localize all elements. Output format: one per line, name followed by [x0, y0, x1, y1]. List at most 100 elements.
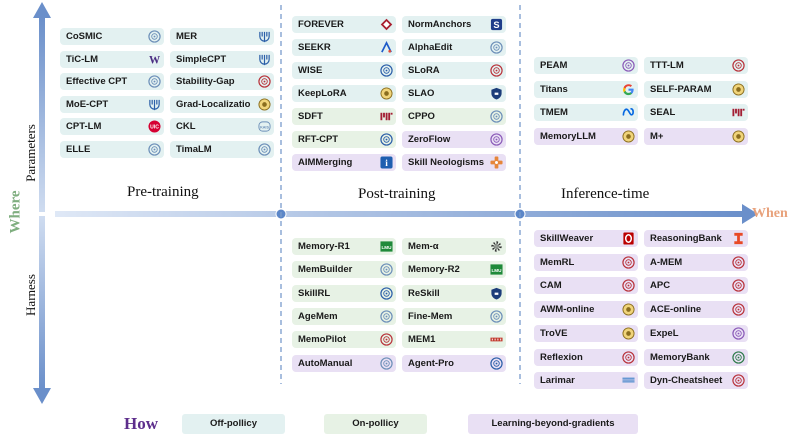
meta-logo-icon: [622, 106, 635, 119]
vertical-axis: [33, 2, 51, 404]
method-chip: FOREVER: [292, 16, 396, 33]
method-chip: PEAM: [534, 57, 638, 74]
method-chip: A-MEM: [644, 253, 748, 271]
method-chip: WISE: [292, 62, 396, 79]
ibm-logo-icon: [622, 374, 635, 387]
legend-off-policy: Off-pollicy: [182, 414, 285, 434]
svg-text:S: S: [493, 20, 499, 30]
gold-seal-icon: [732, 82, 745, 96]
lmu-logo-icon: LMU: [380, 240, 393, 253]
method-name: SDFT: [298, 111, 323, 122]
where-label: Where: [7, 190, 24, 234]
stage-label-pre-training: Pre-training: [127, 184, 199, 200]
method-chip: AWM-online: [534, 301, 638, 319]
method-name: Fine-Mem: [408, 310, 453, 322]
svg-text:LMU: LMU: [491, 268, 502, 273]
seal-icon: [380, 356, 393, 370]
method-name: WISE: [298, 65, 323, 76]
method-chip: TroVE: [534, 324, 638, 342]
a-logo-icon: [380, 40, 393, 54]
w-logo-icon: W: [148, 53, 161, 66]
svg-text:UIC: UIC: [150, 125, 159, 131]
seal-icon: [148, 30, 161, 43]
method-name: SEEKR: [298, 42, 331, 53]
method-name: MemRL: [540, 256, 575, 268]
method-name: SEAL: [650, 107, 676, 118]
purple-seal-icon: [490, 133, 503, 146]
method-chip: Agent-Pro: [402, 354, 506, 372]
red-seal-icon: [490, 64, 503, 77]
method-name: Stability-Gap: [176, 76, 235, 87]
method-chip: Fine-Mem: [402, 307, 506, 325]
badge-icon: KAIS: [258, 120, 271, 133]
method-name: APC: [650, 280, 671, 292]
red-seal-icon: [732, 256, 745, 269]
method-name: MemoryLLM: [540, 130, 596, 142]
method-name: Memory-R1: [298, 241, 350, 252]
seal-icon: [490, 110, 503, 123]
svg-text:LMU: LMU: [381, 245, 392, 250]
red-seal-icon: [732, 279, 745, 293]
method-name: CPT-LM: [66, 121, 102, 132]
method-chip: Effective CPT: [60, 73, 164, 90]
gold-seal-icon: [258, 97, 271, 111]
blue-seal-icon: [490, 356, 503, 370]
method-name: RFT-CPT: [298, 134, 339, 145]
red-seal-icon: [622, 256, 635, 269]
seal-icon: [148, 75, 161, 88]
method-name: TiC-LM: [66, 53, 99, 65]
stage-label-inference-time: Inference-time: [561, 186, 650, 202]
method-name: TTT-LM: [650, 60, 684, 71]
blue-seal-icon: [380, 286, 393, 300]
method-chip: TTT-LM: [644, 57, 748, 74]
seal-icon: [148, 142, 161, 156]
method-chip: SEEKR: [292, 39, 396, 56]
method-chip: SEAL: [644, 104, 748, 121]
blue-seal-icon: [380, 133, 393, 146]
method-chip: Reflexion: [534, 348, 638, 366]
method-chip: MEM1: [402, 331, 506, 349]
method-chip: TiC-LM W: [60, 50, 164, 68]
method-chip: SLAO: [402, 85, 506, 102]
gold-seal-icon: [622, 303, 635, 316]
method-name: SkillWeaver: [540, 233, 594, 244]
method-chip: SkillWeaver: [534, 230, 638, 247]
method-chip: Memory-R1 LMU: [292, 238, 396, 255]
seal-icon: [380, 310, 393, 323]
method-name: AutoManual: [298, 357, 353, 369]
method-chip: ExpeL: [644, 324, 748, 342]
method-chip: Titans: [534, 80, 638, 98]
s-logo-icon: S: [490, 18, 503, 31]
purple-seal-icon: [622, 59, 635, 72]
trident-icon: [258, 53, 271, 66]
method-name: TroVE: [540, 327, 568, 339]
google-logo-icon: [622, 83, 635, 96]
green-seal-icon: [732, 350, 745, 364]
bar-logo-icon: [490, 333, 503, 346]
method-name: ZeroFlow: [408, 134, 451, 145]
seal-icon: [380, 263, 393, 276]
method-chip: AgeMem: [292, 307, 396, 325]
method-chip: M+: [644, 127, 748, 145]
method-chip: MemoryLLM: [534, 127, 638, 145]
method-chip: CPT-LM UIC: [60, 118, 164, 135]
uic-logo-icon: UIC: [148, 120, 161, 133]
red-seal-icon: [732, 59, 745, 72]
method-name: MemoryBank: [650, 351, 710, 363]
method-name: AlphaEdit: [408, 42, 453, 53]
method-chip: MemoPilot: [292, 331, 396, 349]
red-seal-icon: [732, 374, 745, 387]
method-chip: AutoManual: [292, 354, 396, 372]
how-label: How: [124, 414, 158, 433]
method-name: SELF-PARAM: [650, 83, 712, 95]
parameters-label: Parameters: [23, 124, 38, 182]
method-chip: MoE-CPT: [60, 95, 164, 113]
method-chip: AlphaEdit: [402, 39, 506, 56]
method-chip: SELF-PARAM: [644, 80, 748, 98]
method-name: MER: [176, 31, 198, 42]
